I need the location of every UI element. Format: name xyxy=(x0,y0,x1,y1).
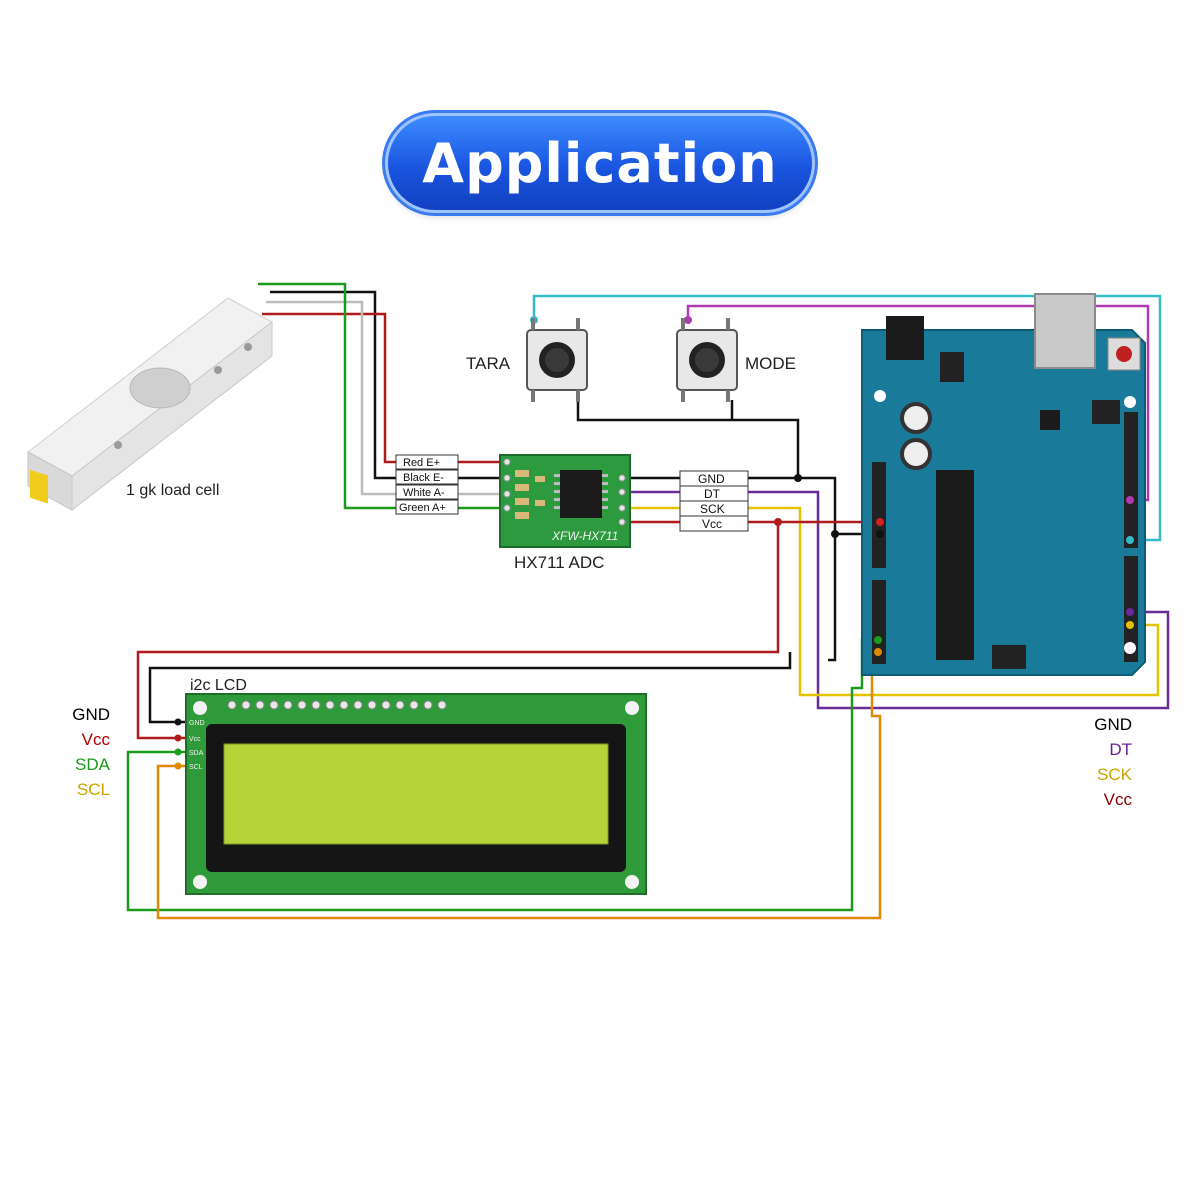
lcd-pin-gnd: GND xyxy=(189,720,205,727)
load-cell-sticker xyxy=(30,469,48,504)
wire-label-gnd: GND xyxy=(698,472,725,486)
lcd-pin-vcc: Vcc xyxy=(189,736,201,743)
lcd-screen xyxy=(223,743,609,845)
lcd-pin-labels: GND Vcc SDA SCL xyxy=(189,720,205,771)
load-cell-side xyxy=(71,320,273,512)
wire-red-load-cell xyxy=(262,312,398,464)
wire-vcc-lcd xyxy=(136,522,780,740)
junctions xyxy=(774,474,839,538)
wire-label-black: Black E- xyxy=(403,472,444,484)
wire-white-load-cell xyxy=(266,300,398,496)
mode-button: MODE xyxy=(676,316,796,402)
wire-dt-out xyxy=(628,490,1170,710)
lcd-mount-hole xyxy=(193,875,207,889)
lcd-pin-scl: SCL xyxy=(189,764,203,771)
legend-left-gnd: GND xyxy=(72,705,110,724)
wire-label-dt: DT xyxy=(704,487,721,501)
capacitor xyxy=(900,402,932,434)
arduino-board xyxy=(861,293,1146,676)
wire-label-white: White A- xyxy=(403,487,445,499)
lcd-mount-hole xyxy=(193,701,207,715)
reset-button-cap xyxy=(1116,346,1132,362)
atmega-chip xyxy=(936,470,974,660)
legend-left-sda: SDA xyxy=(75,755,111,774)
lcd-pin-sda: SDA xyxy=(189,750,204,757)
junction-dot xyxy=(774,518,782,526)
hx711-board-text: XFW-HX711 xyxy=(551,529,618,543)
wire-label-red: Red E+ xyxy=(403,457,440,469)
power-jack xyxy=(886,316,924,360)
junction-dot xyxy=(794,474,802,482)
tara-label: TARA xyxy=(466,354,511,373)
hx711-right-wire-labels: GND DT SCK Vcc xyxy=(679,470,749,532)
wire-gnd-out xyxy=(628,476,837,662)
icsp-header xyxy=(992,645,1026,669)
mounting-hole xyxy=(1124,396,1136,408)
arduino-pin-dots xyxy=(874,496,1134,656)
voltage-regulator xyxy=(940,352,964,382)
header-power xyxy=(872,462,886,568)
legend-right-sck: SCK xyxy=(1097,765,1133,784)
wire-gnd-tara xyxy=(576,400,800,478)
junction-dot xyxy=(831,530,839,538)
lcd-mount-hole xyxy=(625,701,639,715)
legend-right: GND DT SCK Vcc xyxy=(1094,715,1132,809)
wire-label-sck: SCK xyxy=(700,502,725,516)
wire-sck-out xyxy=(628,506,1160,697)
usb-port xyxy=(1034,293,1096,369)
load-cell-screw xyxy=(114,441,122,449)
legend-right-vcc: Vcc xyxy=(1104,790,1133,809)
hx711-label: HX711 ADC xyxy=(514,553,604,572)
header-digital-high xyxy=(1124,412,1138,548)
lcd-mount-hole xyxy=(625,875,639,889)
tara-button: TARA xyxy=(466,316,588,402)
load-cell-screw xyxy=(214,366,222,374)
i2c-lcd: i2c LCD GND Vcc SDA SCL xyxy=(174,677,647,895)
icsp2-header xyxy=(1092,400,1120,424)
capacitor xyxy=(900,438,932,470)
load-cell: 1 gk load cell xyxy=(27,297,273,512)
wire-gnd-lcd xyxy=(148,652,792,724)
hx711-left-wire-labels: Red E+ Black E- White A- Green A+ xyxy=(395,454,459,515)
hx711-module: Red E+ Black E- White A- Green A+ XFW-HX… xyxy=(395,454,749,572)
wire-cyan-tara xyxy=(532,294,1162,542)
small-chip xyxy=(1040,410,1060,430)
lcd-pin-dots xyxy=(174,718,182,770)
legend-left: GND Vcc SDA SCL xyxy=(72,705,110,799)
lcd-header-pins xyxy=(227,700,447,710)
page-title: Application xyxy=(422,131,778,195)
arduino-pcb xyxy=(861,329,1146,676)
hx711-components xyxy=(515,470,545,519)
hx711-pads xyxy=(503,458,626,526)
wire-label-green: Green A+ xyxy=(399,502,446,514)
load-cell-label: 1 gk load cell xyxy=(126,482,219,499)
wire-black-load-cell xyxy=(270,290,398,480)
legend-right-gnd: GND xyxy=(1094,715,1132,734)
mode-label: MODE xyxy=(745,354,796,373)
hx711-chip xyxy=(560,470,602,518)
load-cell-screw xyxy=(244,343,252,351)
legend-left-scl: SCL xyxy=(77,780,110,799)
mounting-hole xyxy=(874,390,886,402)
lcd-label: i2c LCD xyxy=(190,677,247,694)
mounting-hole xyxy=(1124,642,1136,654)
legend-right-dt: DT xyxy=(1109,740,1132,759)
wire-label-vcc: Vcc xyxy=(702,517,722,531)
legend-left-vcc: Vcc xyxy=(82,730,111,749)
hx711-chip-pins xyxy=(554,474,608,509)
title-banner: Application xyxy=(388,116,812,210)
wire-green-load-cell xyxy=(258,282,398,510)
load-cell-hole xyxy=(129,367,191,409)
